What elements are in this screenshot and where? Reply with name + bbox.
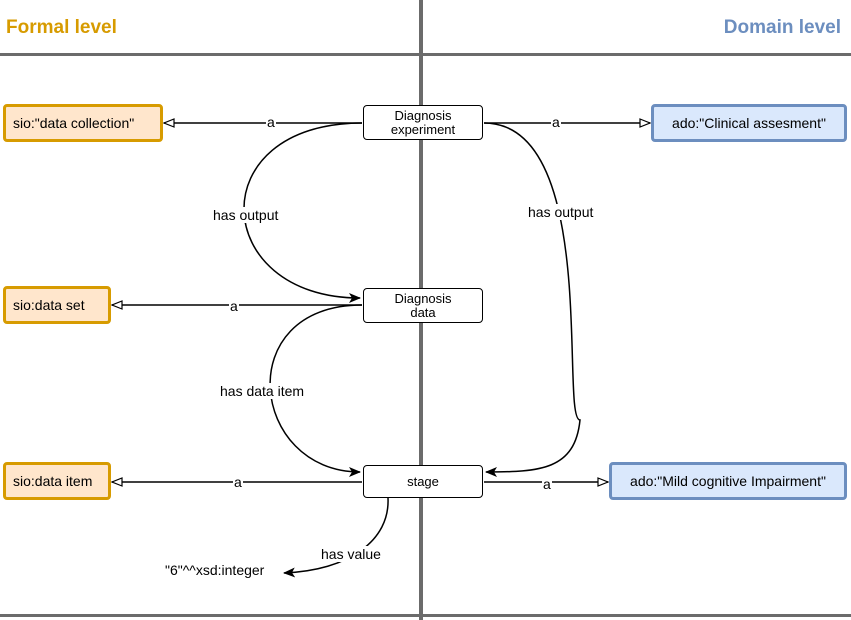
edge-label-has-output-left: has output [212, 207, 280, 223]
bottom-divider [0, 614, 851, 617]
edge-label-has-value: has value [320, 546, 382, 562]
node-ado-mci-label: ado:"Mild cognitive Impairment" [630, 473, 826, 489]
node-sio-data-item: sio:data item [3, 462, 111, 500]
node-ado-clinical-label: ado:"Clinical assesment" [672, 115, 826, 131]
node-sio-data-set: sio:data set [3, 286, 111, 324]
node-diagnosis-experiment-label: Diagnosis experiment [390, 107, 456, 137]
edge-label-has-output-right: has output [527, 204, 595, 220]
node-sio-data-set-label: sio:data set [13, 297, 85, 313]
node-diagnosis-data-label: Diagnosis data [394, 290, 452, 320]
edge-label-a-data-item: a [233, 474, 243, 490]
node-stage-label: stage [407, 473, 439, 489]
node-stage: stage [363, 465, 483, 498]
edge-label-a-mci: a [542, 476, 552, 492]
node-sio-data-item-label: sio:data item [13, 473, 93, 489]
node-sio-data-collection-label: sio:"data collection" [13, 115, 135, 131]
node-ado-clinical-assesment: ado:"Clinical assesment" [651, 104, 847, 142]
edge-label-has-data-item: has data item [219, 383, 306, 399]
domain-level-title: Domain level [723, 17, 841, 38]
node-sio-data-collection: sio:"data collection" [3, 104, 163, 142]
top-divider [0, 53, 851, 56]
edge-label-a-clinical: a [551, 114, 561, 130]
node-ado-mild-cognitive-impairment: ado:"Mild cognitive Impairment" [609, 462, 847, 500]
edge-label-a-data-set: a [229, 298, 239, 314]
node-diagnosis-data: Diagnosis data [363, 288, 483, 323]
literal-value: "6"^^xsd:integer [165, 562, 265, 578]
edge-label-a-data-collection: a [266, 114, 276, 130]
formal-level-title: Formal level [6, 17, 117, 38]
node-diagnosis-experiment: Diagnosis experiment [363, 105, 483, 140]
edge-has-output-right [483, 122, 581, 477]
